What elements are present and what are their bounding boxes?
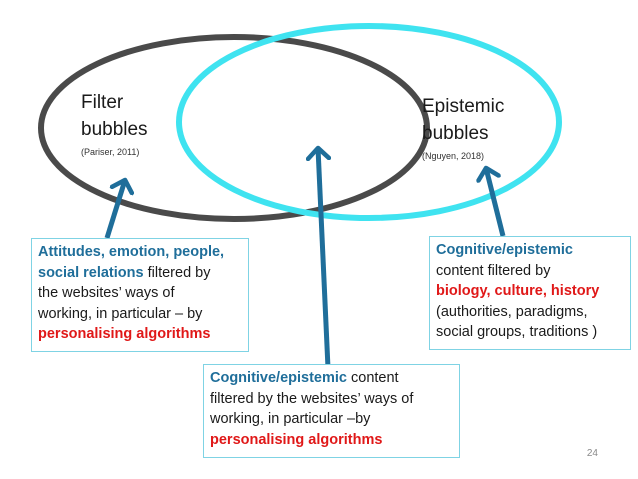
right-box-line3: biology, culture, history [436, 283, 600, 299]
left-description-box: Attitudes, emotion, people, social relat… [31, 238, 249, 352]
right-box-line2: content filtered by [436, 262, 551, 279]
filter-bubbles-citation: (Pariser, 2011) [81, 147, 140, 157]
right-box-line5: social groups, traditions ) [436, 324, 598, 340]
epistemic-bubbles-title-line2: bubbles [422, 123, 489, 144]
page-number: 24 [586, 448, 598, 459]
left-box-line3: the websites’ ways of [38, 285, 175, 301]
center-description-box: Cognitive/epistemic content filtered by … [203, 364, 460, 458]
filter-bubbles-title-line2: bubbles [81, 119, 148, 140]
right-box-line4: (authorities, paradigms, [436, 303, 588, 320]
epistemic-bubbles-citation: (Nguyen, 2018) [422, 151, 485, 161]
arrow-left [104, 180, 125, 239]
arrow-center [318, 148, 328, 369]
epistemic-bubbles-label: Epistemic bubbles (Nguyen, 2018) [422, 93, 504, 163]
filter-bubbles-ellipse [38, 34, 430, 222]
center-box-line3: working, in particular –by [210, 411, 371, 427]
right-description-box: Cognitive/epistemic content filtered by … [429, 236, 631, 350]
center-box-line4: personalising algorithms [210, 431, 383, 448]
center-box-line2: filtered by the websites’ ways of [210, 390, 414, 407]
arrow-right [486, 168, 506, 237]
filter-bubbles-title-line1: Filter [81, 92, 124, 113]
left-box-line4: working, in particular – by [38, 305, 203, 322]
left-box-line2-text: filtered by [143, 264, 211, 281]
filter-bubbles-label: Filter bubbles (Pariser, 2011) [81, 89, 148, 159]
left-box-line1: Attitudes, emotion, people, [38, 244, 225, 260]
right-box-line1: Cognitive/epistemic [436, 242, 573, 258]
center-box-line1-highlight: Cognitive/epistemic [210, 370, 347, 386]
left-box-line5: personalising algorithms [38, 326, 211, 342]
center-box-line1-text: content [346, 370, 399, 386]
left-box-line2-highlight: social relations [38, 264, 144, 281]
epistemic-bubbles-ellipse [176, 23, 562, 221]
epistemic-bubbles-title-line1: Epistemic [422, 96, 505, 117]
